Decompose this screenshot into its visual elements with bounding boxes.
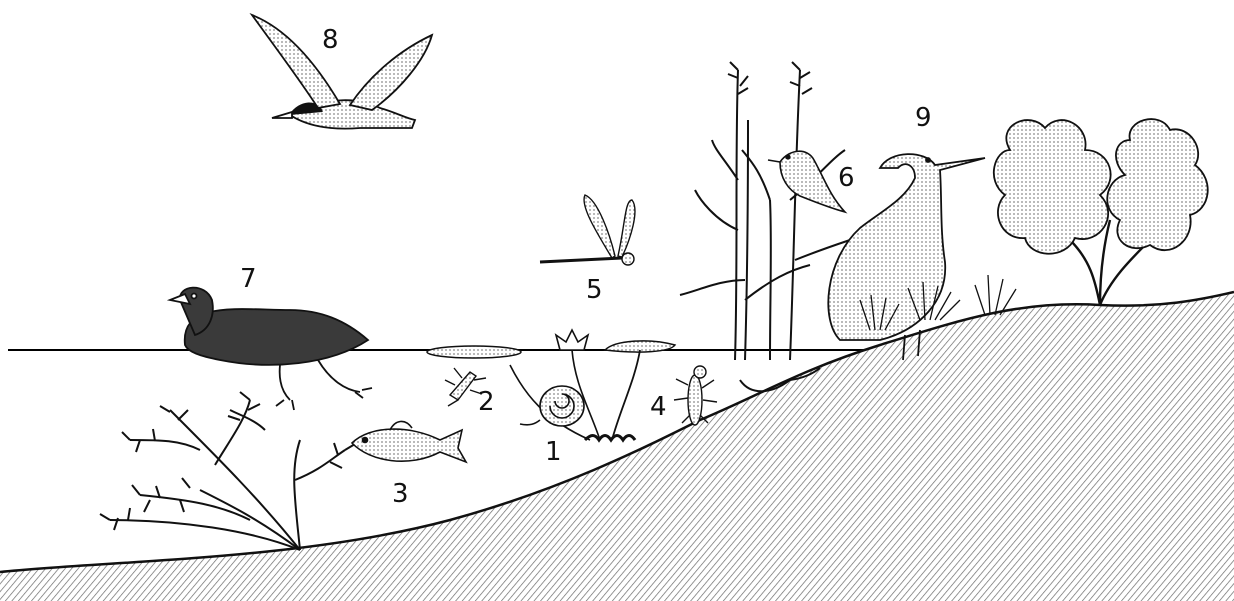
dragonfly [540, 195, 635, 265]
label-larva: 4 [650, 392, 667, 422]
label-snail: 1 [545, 437, 562, 467]
reeds [680, 62, 850, 391]
snail [520, 386, 584, 426]
coot [170, 288, 372, 410]
label-water-bug: 2 [478, 387, 495, 417]
bush [994, 119, 1208, 305]
fish [352, 421, 466, 462]
underwater-weed [100, 392, 355, 550]
label-reed-bird: 6 [838, 163, 855, 193]
label-coot: 7 [240, 264, 257, 294]
gull [252, 15, 432, 129]
label-fish: 3 [392, 479, 409, 509]
label-gull: 8 [322, 25, 339, 55]
label-heron: 9 [915, 103, 932, 133]
label-dragonfly: 5 [586, 275, 603, 305]
